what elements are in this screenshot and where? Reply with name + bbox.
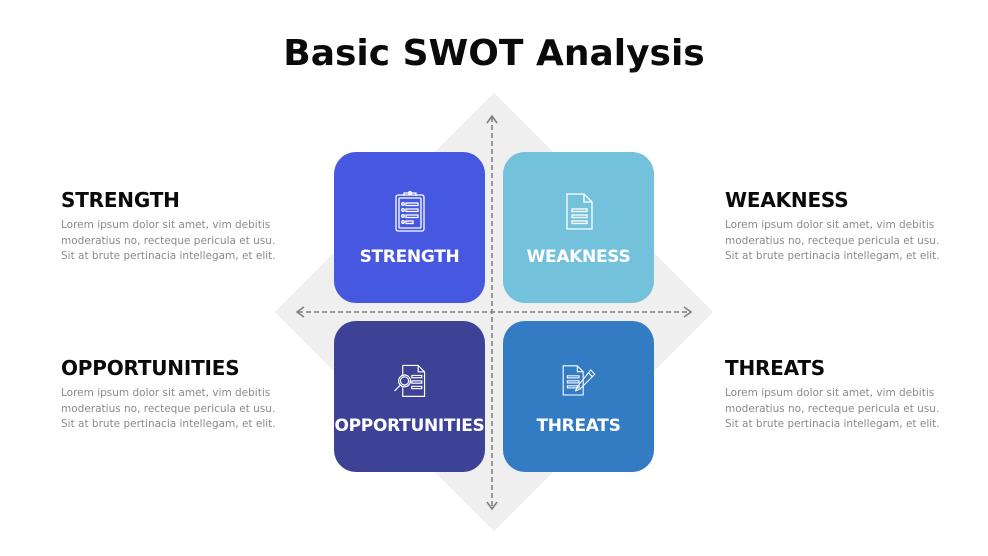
text-line: moderatius no, recteque pericula et usu. [61,234,276,247]
strength-heading: STRENGTH [61,188,180,212]
text-line: Sit at brute pertinacia intellegam, et e… [725,418,940,430]
opportunities-text: Lorem ipsum dolor sit amet, vim debitis … [61,386,301,433]
clipboard-checklist-icon [390,189,430,233]
weakness-label: WEAKNESS [526,247,631,267]
opportunities-heading: OPPORTUNITIES [61,356,240,380]
weakness-heading: WEAKNESS [725,188,849,212]
weakness-text: Lorem ipsum dolor sit amet, vim debitis … [725,218,965,265]
text-line: Lorem ipsum dolor sit amet, vim debitis [61,387,271,399]
document-icon [559,189,599,233]
threats-heading: THREATS [725,356,826,380]
document-edit-pencil-icon [559,358,599,402]
page-title: Basic SWOT Analysis [283,33,705,74]
text-line: moderatius no, recteque pericula et usu. [725,402,940,415]
strength-description: STRENGTH Lorem ipsum dolor sit amet, vim… [61,188,301,265]
weakness-box: WEAKNESS [503,152,654,303]
opportunities-box: OPPORTUNITIES [334,321,485,472]
text-line: Sit at brute pertinacia intellegam, et e… [61,418,276,430]
opportunities-label: OPPORTUNITIES [334,416,485,436]
threats-box: THREATS [503,321,654,472]
threats-text: Lorem ipsum dolor sit amet, vim debitis … [725,386,965,433]
weakness-description: WEAKNESS Lorem ipsum dolor sit amet, vim… [725,188,965,265]
threats-label: THREATS [536,416,621,436]
threats-description: THREATS Lorem ipsum dolor sit amet, vim … [725,356,965,433]
text-line: moderatius no, recteque pericula et usu. [725,234,940,247]
text-line: Lorem ipsum dolor sit amet, vim debitis [725,219,935,231]
strength-label: STRENGTH [359,247,460,267]
text-line: Lorem ipsum dolor sit amet, vim debitis [725,387,935,399]
text-line: Sit at brute pertinacia intellegam, et e… [61,250,276,262]
opportunities-description: OPPORTUNITIES Lorem ipsum dolor sit amet… [61,356,301,433]
text-line: Sit at brute pertinacia intellegam, et e… [725,250,940,262]
strength-text: Lorem ipsum dolor sit amet, vim debitis … [61,218,301,265]
document-search-icon [390,358,430,402]
strength-box: STRENGTH [334,152,485,303]
text-line: Lorem ipsum dolor sit amet, vim debitis [61,219,271,231]
text-line: moderatius no, recteque pericula et usu. [61,402,276,415]
